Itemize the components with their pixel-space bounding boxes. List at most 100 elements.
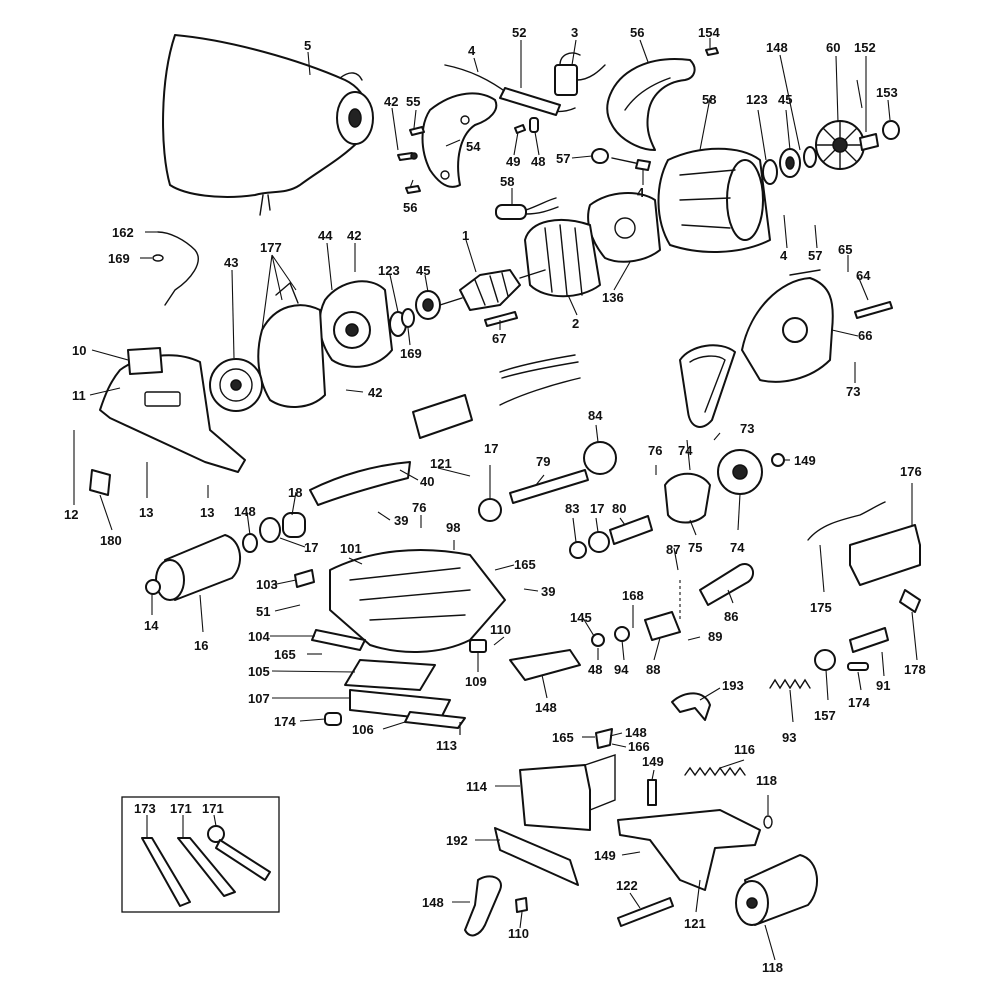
bushing-18-part	[282, 512, 306, 538]
rear-drum-part	[735, 854, 819, 926]
spring-181-part	[807, 501, 886, 541]
plate-118-part	[617, 809, 761, 891]
part-label: 10	[72, 343, 86, 358]
part-label: 39	[394, 513, 408, 528]
label-183-part	[89, 469, 111, 496]
part-label: 1	[462, 228, 469, 243]
part-label: 98	[446, 520, 460, 535]
part-106-part	[469, 639, 487, 653]
part-label: 74	[730, 540, 745, 555]
clip-168-part	[152, 254, 164, 262]
gear-housing-part	[318, 280, 393, 368]
part-label: 17	[590, 501, 604, 516]
part-label: 4	[468, 43, 476, 58]
part-label: 48	[588, 662, 602, 677]
screws-top-part	[397, 47, 719, 194]
part-label: 48	[531, 154, 545, 169]
part-label: 57	[808, 248, 822, 263]
brush-holder-top-part	[591, 148, 651, 171]
lever-149-part	[509, 649, 581, 681]
spring-93-part	[769, 678, 811, 690]
part-label: 113	[436, 738, 457, 753]
front-drum-part	[155, 534, 241, 601]
bearing-17-part	[478, 498, 502, 522]
bearing-83-part	[569, 541, 587, 559]
part-label: 157	[814, 708, 836, 723]
part-label: 106	[352, 722, 374, 737]
end-plate-part	[587, 192, 661, 263]
part-label: 148	[535, 700, 557, 715]
frame-110-part	[519, 764, 591, 831]
part-label: 66	[858, 328, 872, 343]
part-label: 153	[876, 85, 898, 100]
armature-part	[439, 269, 546, 311]
part-label: 49	[506, 154, 520, 169]
part-label: 93	[782, 730, 796, 745]
fan-stack-part	[762, 120, 900, 185]
part-label: 178	[904, 662, 926, 677]
bearing-17b-part	[588, 531, 610, 553]
part-label: 148	[234, 504, 256, 519]
part-label: 76	[648, 443, 662, 458]
gasket-part	[257, 281, 326, 408]
part-label: 192	[446, 833, 468, 848]
part-label: 2	[572, 316, 579, 331]
bearing-17c-part	[259, 517, 281, 543]
part-label: 152	[854, 40, 876, 55]
part-label: 180	[100, 533, 122, 548]
part-label: 12	[64, 507, 78, 522]
part-label: 84	[588, 408, 603, 423]
part-labels: 5 4 52 3 56 154 148 60 152 153 123 45 58…	[64, 25, 926, 975]
part-label: 193	[722, 678, 744, 693]
bracket-88-part	[644, 611, 681, 641]
part-label: 51	[256, 604, 270, 619]
strap-123-part	[499, 354, 579, 379]
part-label: 55	[406, 94, 420, 109]
belt-cover-part	[99, 347, 246, 473]
drive-pulley-part	[209, 358, 263, 412]
part-label: 145	[570, 610, 592, 625]
switch-part	[554, 52, 606, 96]
part-label: 91	[876, 678, 890, 693]
screw-91-part	[849, 627, 889, 653]
part-label: 86	[724, 609, 738, 624]
part-label: 16	[194, 638, 208, 653]
part-label: 174	[274, 714, 296, 729]
part-label: 116	[734, 742, 755, 757]
handle-cover-part	[606, 58, 696, 151]
pin-178-part	[847, 662, 869, 671]
part-label: 149	[794, 453, 816, 468]
strap-122-part	[499, 377, 581, 406]
part-label: 13	[139, 505, 153, 520]
part-label: 14	[144, 618, 159, 633]
part-label: 39	[541, 584, 555, 599]
part-label: 169	[108, 251, 130, 266]
part-label: 73	[740, 421, 754, 436]
part-label: 17	[304, 540, 318, 555]
part-label: 114	[466, 779, 488, 794]
gear-84-part	[583, 441, 617, 475]
screw-182-part	[899, 589, 921, 613]
plate-103-part	[344, 659, 436, 691]
part-label: 43	[224, 255, 238, 270]
part-label: 175	[810, 600, 832, 615]
capacitor-part	[495, 197, 559, 220]
part-label: 89	[708, 629, 722, 644]
part-label: 118	[756, 773, 777, 788]
pin-119-part	[617, 897, 674, 927]
part-label: 4	[637, 185, 645, 200]
part-label: 101	[340, 541, 362, 556]
part-label: 148	[422, 895, 444, 910]
part-label: 110	[508, 926, 529, 941]
nut-157-part	[771, 453, 785, 467]
part-label: 57	[556, 151, 570, 166]
part-label: 123	[378, 263, 400, 278]
part-label: 65	[838, 242, 852, 257]
part-label: 176	[900, 464, 922, 479]
spring-179-part	[324, 712, 342, 726]
part-label: 171	[202, 801, 224, 816]
part-label: 148	[625, 725, 647, 740]
bearing-stack-left-part	[389, 290, 441, 337]
hook-152-part	[464, 875, 502, 937]
part-label: 103	[256, 577, 278, 592]
